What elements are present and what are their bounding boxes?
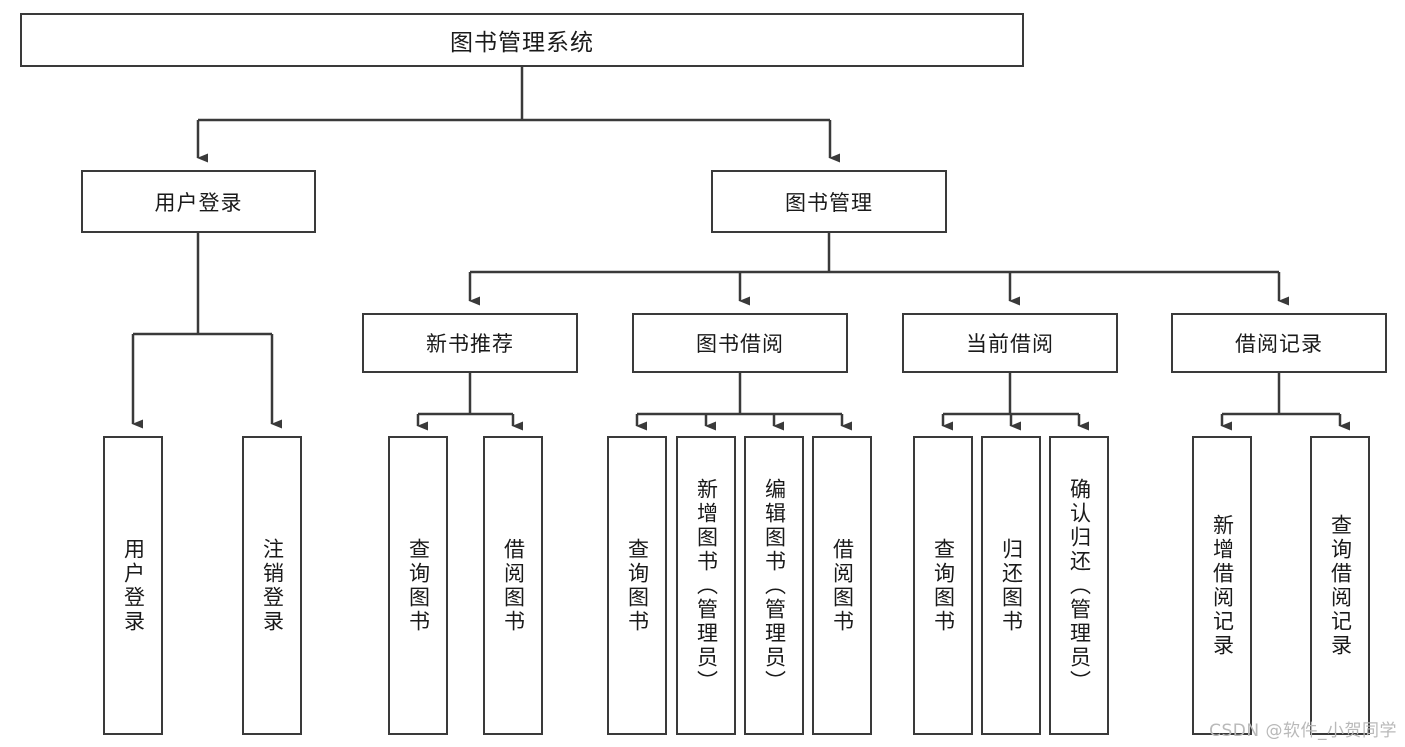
node-leaf-edit-book-label: 编辑图书（管理员） [762,477,787,694]
node-current-borrow-label: 当前借阅 [966,332,1054,356]
node-leaf-confirm-return-label: 确认归还（管理员） [1067,477,1092,694]
node-leaf-user-logout[interactable]: 注销登录 [242,436,302,735]
node-leaf-borrow-book-1[interactable]: 借阅图书 [483,436,543,735]
node-leaf-add-book[interactable]: 新增图书（管理员） [676,436,736,735]
node-leaf-edit-book[interactable]: 编辑图书（管理员） [744,436,804,735]
node-leaf-query-book-1-label: 查询图书 [406,537,431,634]
node-leaf-query-book-2-label: 查询图书 [625,537,650,634]
node-leaf-query-book-3-label: 查询图书 [931,537,956,634]
node-leaf-borrow-book-2-label: 借阅图书 [830,537,855,634]
node-new-book-rec-label: 新书推荐 [426,332,514,356]
node-borrow-record[interactable]: 借阅记录 [1171,313,1387,373]
node-leaf-query-record-label: 查询借阅记录 [1328,513,1353,658]
node-leaf-add-record-label: 新增借阅记录 [1210,513,1235,658]
node-root-label: 图书管理系统 [450,30,594,56]
node-book-manage[interactable]: 图书管理 [711,170,947,233]
node-leaf-user-login-label: 用户登录 [121,537,146,634]
node-leaf-borrow-book-1-label: 借阅图书 [501,537,526,634]
node-current-borrow[interactable]: 当前借阅 [902,313,1118,373]
node-book-borrow-label: 图书借阅 [696,332,784,356]
node-leaf-add-record[interactable]: 新增借阅记录 [1192,436,1252,735]
node-borrow-record-label: 借阅记录 [1235,332,1323,356]
node-leaf-add-book-label: 新增图书（管理员） [694,477,719,694]
node-leaf-user-logout-label: 注销登录 [260,537,285,634]
node-leaf-user-login[interactable]: 用户登录 [103,436,163,735]
node-book-borrow[interactable]: 图书借阅 [632,313,848,373]
node-leaf-query-book-3[interactable]: 查询图书 [913,436,973,735]
node-book-manage-label: 图书管理 [785,190,873,215]
node-root[interactable]: 图书管理系统 [20,13,1024,67]
node-leaf-confirm-return[interactable]: 确认归还（管理员） [1049,436,1109,735]
node-leaf-query-book-1[interactable]: 查询图书 [388,436,448,735]
watermark: CSDN @软件_小贺同学 [1209,721,1397,741]
node-leaf-query-book-2[interactable]: 查询图书 [607,436,667,735]
node-user-login[interactable]: 用户登录 [81,170,316,233]
node-new-book-rec[interactable]: 新书推荐 [362,313,578,373]
node-leaf-return-book[interactable]: 归还图书 [981,436,1041,735]
node-leaf-return-book-label: 归还图书 [999,537,1024,634]
node-leaf-borrow-book-2[interactable]: 借阅图书 [812,436,872,735]
node-user-login-label: 用户登录 [154,190,243,215]
node-leaf-query-record[interactable]: 查询借阅记录 [1310,436,1370,735]
